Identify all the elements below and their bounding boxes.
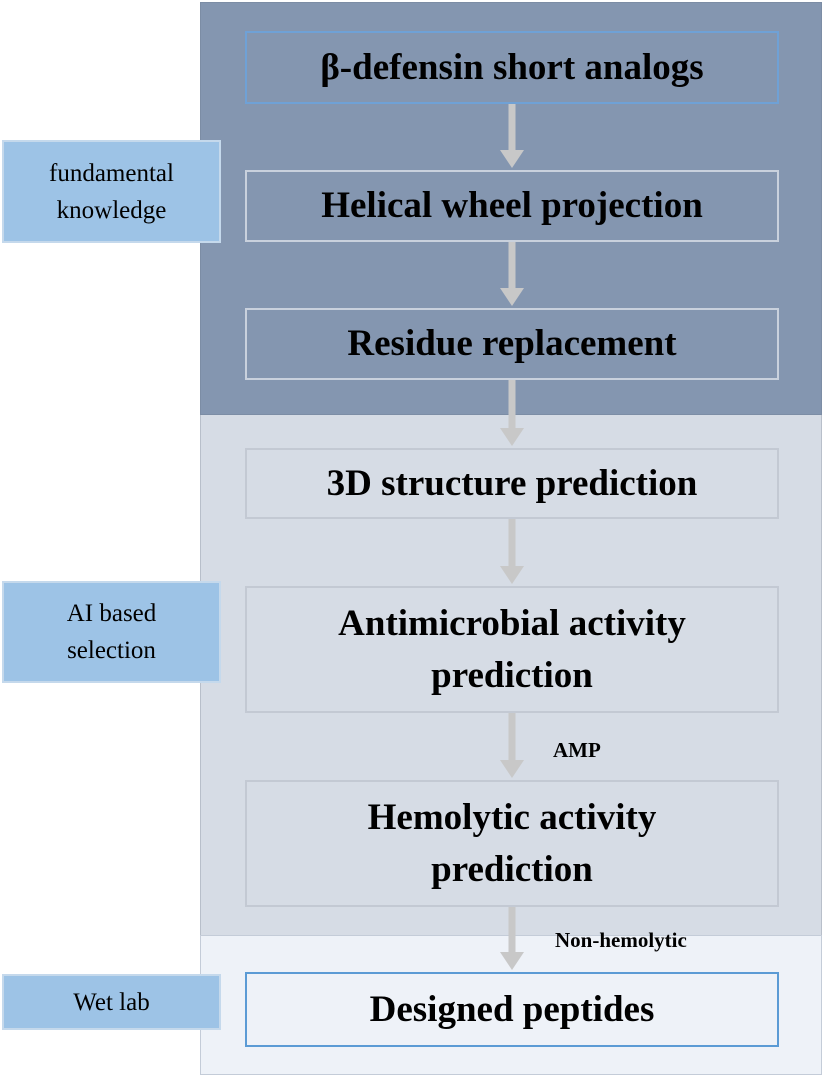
step-label: Residue replacement <box>347 323 677 364</box>
step-beta-defensin-short-analogs: β-defensin short analogs <box>245 31 779 104</box>
step-3d-structure-prediction: 3D structure prediction <box>245 448 779 519</box>
step-label: β-defensin short analogs <box>320 46 704 88</box>
step-hemolytic-activity-prediction: Hemolytic activity prediction <box>245 780 779 907</box>
side-label-fundamental-knowledge: fundamental knowledge <box>2 140 221 243</box>
step-label: Designed peptides <box>369 988 655 1030</box>
step-label: Antimicrobial activity prediction <box>338 602 686 696</box>
edge-label-amp: AMP <box>553 738 601 762</box>
step-designed-peptides: Designed peptides <box>245 972 779 1047</box>
side-label-text: fundamental knowledge <box>49 159 174 224</box>
side-label-text: AI based selection <box>66 600 157 664</box>
side-label-text: Wet lab <box>73 988 150 1016</box>
side-label-wet-lab: Wet lab <box>2 974 221 1030</box>
step-label: Hemolytic activity prediction <box>367 796 657 890</box>
side-label-ai-based-selection: AI based selection <box>2 581 221 683</box>
step-residue-replacement: Residue replacement <box>245 308 779 380</box>
step-helical-wheel-projection: Helical wheel projection <box>245 170 779 242</box>
step-label: 3D structure prediction <box>326 462 698 504</box>
edge-label-non-hemolytic: Non-hemolytic <box>555 928 687 952</box>
step-label: Helical wheel projection <box>321 185 703 226</box>
step-antimicrobial-activity-prediction: Antimicrobial activity prediction <box>245 586 779 713</box>
